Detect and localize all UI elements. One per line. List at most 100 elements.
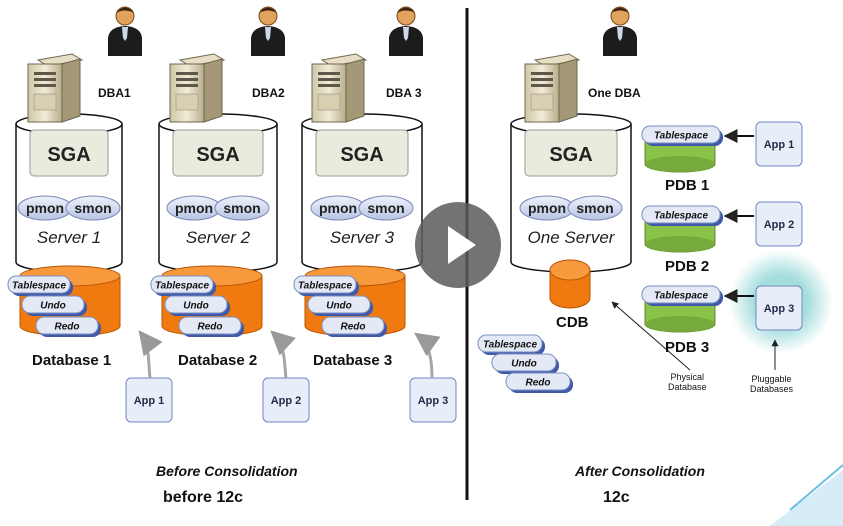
app-box (755, 121, 803, 167)
plate-label: Tablespace (654, 291, 709, 302)
pdb-tablespace-plate-1: Tablespace (641, 125, 723, 146)
server-slot (531, 72, 553, 75)
smon-label: smon (74, 200, 111, 216)
smon-pill (214, 195, 270, 221)
after-caption: After Consolidation (575, 463, 705, 479)
tablespace-plate-1: Tablespace (7, 275, 73, 296)
smon-pill (65, 195, 121, 221)
plate-label: Redo (55, 322, 80, 333)
smon-label: smon (576, 200, 613, 216)
server-panel (33, 93, 57, 111)
server-label: Server 3 (330, 228, 395, 247)
person-tie (265, 27, 271, 41)
dba-figure-3 (389, 6, 423, 56)
smon-label: smon (367, 200, 404, 216)
corner-decoration (770, 470, 843, 526)
server-machine-1 (27, 53, 84, 123)
physical-database-note: Physical Database (668, 372, 707, 392)
server-label: Server 2 (186, 228, 251, 247)
after-app-1: App 1 (755, 121, 803, 167)
app1-curve-arrow (138, 330, 163, 379)
plate-label: Tablespace (155, 281, 210, 292)
cdb-redo-plate: Redo (505, 372, 573, 393)
person-head (258, 6, 278, 26)
db-cylinder-body (549, 270, 591, 309)
pmon-label: pmon (26, 200, 64, 216)
database-label-3: Database 3 (313, 352, 393, 369)
server-panel (317, 93, 341, 111)
smon-pill (358, 195, 414, 221)
plate-label: Tablespace (654, 211, 709, 222)
plate-face (491, 353, 557, 372)
cdb-label: CDB (556, 314, 589, 331)
server-slot (318, 78, 340, 81)
person-head (610, 6, 630, 26)
cdb-cylinder (549, 259, 591, 309)
undo-plate-1: Undo (21, 295, 87, 316)
redo-plate-1: Redo (35, 316, 101, 337)
server-label: Server 1 (37, 228, 101, 247)
plate-face (641, 205, 721, 224)
dba-label-2: DBA2 (252, 86, 285, 100)
sga-box (315, 129, 409, 177)
pdb-tablespace-plate-3: Tablespace (641, 285, 723, 306)
person-hair (611, 7, 629, 13)
smon-pill (567, 195, 623, 221)
plate-face (164, 295, 228, 314)
smon-label: smon (223, 200, 260, 216)
plate-face (641, 125, 721, 144)
app-label: App 3 (764, 303, 795, 315)
plate-label: Tablespace (298, 281, 353, 292)
person-tie (617, 27, 623, 41)
server-slot (531, 78, 553, 81)
plate-face (178, 316, 242, 335)
video-play-button[interactable] (415, 202, 501, 288)
after-app-2: App 2 (755, 201, 803, 247)
pmon-label: pmon (528, 200, 566, 216)
undo-plate-2: Undo (164, 295, 230, 316)
plate-label: Tablespace (483, 340, 538, 351)
pluggable-databases-note: Pluggable Databases (750, 374, 793, 394)
server-front (27, 63, 63, 123)
after-version: 12c (603, 489, 630, 506)
before-version: before 12c (163, 489, 244, 506)
plate-label: Tablespace (12, 281, 67, 292)
pdb-label-3: PDB 3 (665, 339, 710, 356)
sga-label: SGA (196, 144, 239, 166)
app2-curve-arrow (270, 330, 296, 379)
pdb-bottom (645, 236, 715, 252)
one-dba-label: One DBA (588, 86, 641, 100)
server-side (61, 58, 81, 123)
app-box (755, 201, 803, 247)
tablespace-plate-2: Tablespace (150, 275, 216, 296)
app-label: App 1 (764, 139, 795, 151)
pdb-bottom (645, 156, 715, 172)
server-slot (34, 84, 56, 87)
sga-box (29, 129, 109, 177)
pdb-label-2: PDB 2 (665, 258, 710, 275)
plate-label: Redo (341, 322, 366, 333)
plate-face (505, 372, 571, 391)
server-side (558, 58, 578, 123)
db-cylinder-top (549, 259, 591, 281)
server-slot (34, 72, 56, 75)
cdb-undo-plate: Undo (491, 353, 559, 374)
redo-plate-3: Redo (321, 316, 387, 337)
server-slot (176, 84, 198, 87)
cdb-tablespace-plate: Tablespace (477, 334, 545, 355)
plate-label: Redo (198, 322, 223, 333)
sga-label: SGA (549, 144, 592, 166)
pdb-bottom (645, 316, 715, 332)
plate-label: Undo (40, 301, 66, 312)
server-slot (531, 84, 553, 87)
plate-face (321, 316, 385, 335)
plate-face (21, 295, 85, 314)
before-app-3: App 3 (409, 377, 457, 423)
physical-db-arrow (611, 301, 691, 371)
plate-label: Undo (511, 359, 537, 370)
pmon-label: pmon (319, 200, 357, 216)
